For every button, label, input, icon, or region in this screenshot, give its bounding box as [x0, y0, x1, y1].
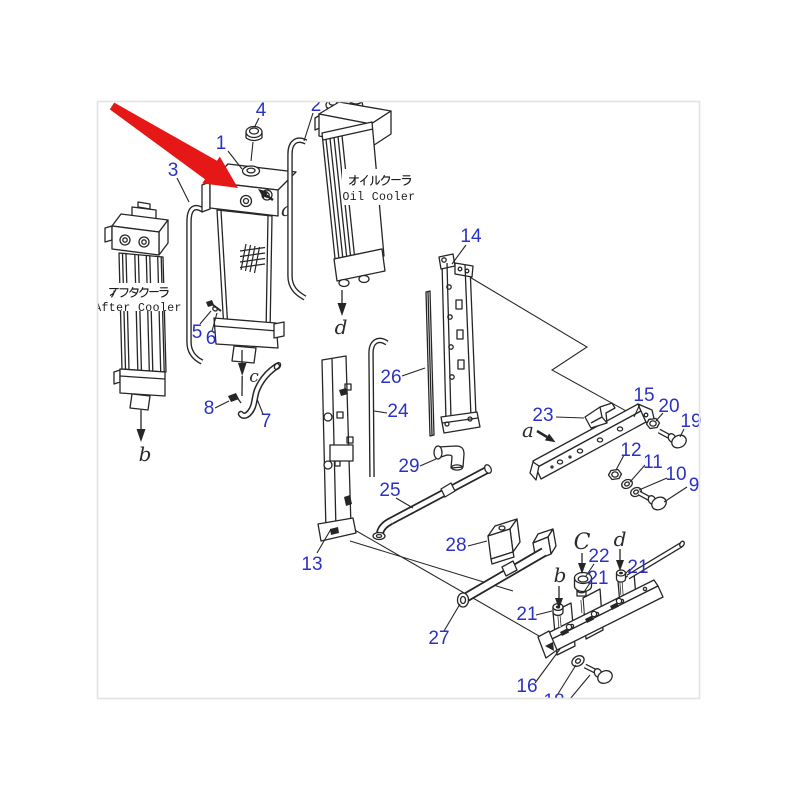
plate-part-13 [317, 355, 357, 542]
callout-12: 12 [620, 440, 641, 461]
callout-26: 26 [380, 367, 401, 388]
callout-29: 29 [398, 456, 419, 477]
clip-box-near-27 [532, 528, 557, 561]
callout-2: 2 [311, 95, 322, 116]
content-border [96, 100, 701, 700]
radiator-flow-arrow [238, 363, 247, 376]
callout-21-mid: 21 [587, 568, 608, 589]
rod-part-24 [368, 337, 389, 478]
after-cooler-bottom-tank [119, 368, 166, 397]
bracket-part-15 [529, 403, 657, 481]
callout-28: 28 [445, 535, 466, 556]
oil-cooler-flow-arrow [337, 303, 347, 316]
port-letter-b-after-cooler: b [139, 442, 152, 466]
nut-part-12 [607, 468, 623, 481]
oil-cooler-bottom-header [333, 248, 386, 282]
rod-part-2 [287, 137, 308, 301]
bracket-part-16-assembly: b C d [537, 527, 685, 684]
callout-24: 24 [387, 401, 409, 422]
radiator-filler-neck [241, 165, 261, 177]
rod-on-bracket16 [626, 540, 685, 580]
callout-1: 1 [216, 133, 227, 154]
cap-part-4 [245, 125, 263, 142]
bracket16-clips [560, 597, 623, 636]
callout-22: 22 [588, 546, 609, 567]
callout-15: 15 [633, 385, 654, 406]
port-letter-c-bracket: C [574, 530, 591, 555]
frame14-to-bracket15-leader [467, 275, 638, 418]
oil-cooler-unit: オイルクーラ Oil Cooler d [314, 101, 418, 339]
port-a-bracket-marker: a [522, 418, 556, 443]
washer-part-11 [621, 478, 633, 490]
bolt-part-5-6 [206, 300, 222, 312]
callout-18: 18 [543, 691, 564, 712]
callout-20: 20 [658, 396, 679, 417]
bolt-part-9 [637, 490, 667, 511]
port-letter-d-oil-cooler: d [335, 315, 348, 339]
callout-21-left: 21 [516, 604, 537, 625]
callout-4: 4 [256, 100, 267, 121]
radiator-bottom-tank [213, 317, 279, 349]
bracket-part-28 [487, 518, 521, 565]
port-letter-a-bracket: a [522, 418, 534, 442]
diagram-content: アフタクーラ After Cooler b [94, 95, 701, 712]
callout-labels: 1 2 3 4 5 6 7 8 9 10 11 12 13 14 15 16 1… [168, 95, 701, 712]
hose-part-7 [237, 361, 282, 419]
callout-21-right: 21 [627, 557, 648, 578]
tube-part-25 [372, 464, 493, 541]
port-letter-a-radiator: a [281, 197, 293, 221]
rod-part-3 [186, 204, 205, 365]
port-letter-c-hose: c [249, 367, 259, 387]
relation-line-b [352, 528, 547, 641]
clamp-part-8 [228, 393, 239, 402]
after-cooler-unit: アフタクーラ After Cooler b [94, 201, 182, 466]
frame-part-14 [438, 253, 481, 434]
callout-7: 7 [261, 411, 272, 432]
callout-19: 19 [680, 411, 701, 432]
grommet-21-right [615, 569, 627, 583]
callout-16: 16 [516, 676, 537, 697]
elbow-part-29 [433, 445, 465, 471]
radiator-assembly-part1: a c [201, 163, 297, 419]
strip-part-26 [425, 290, 435, 437]
bolt-part-18 [583, 663, 613, 684]
callout-23: 23 [532, 405, 553, 426]
radiator-fin-symbol [239, 243, 266, 274]
port-a-arrow [258, 189, 269, 199]
callout-6: 6 [206, 328, 217, 349]
oil-cooler-title-bg [342, 169, 418, 205]
tube-part-27 [456, 547, 547, 608]
red-pointer-arrow [109, 102, 238, 188]
port-letter-d-bracket: d [614, 527, 627, 551]
callout-25: 25 [379, 480, 400, 501]
callout-27: 27 [428, 628, 449, 649]
after-cooler-title-en: After Cooler [94, 302, 182, 315]
bracket-part-23 [584, 402, 616, 429]
callout-3: 3 [168, 160, 179, 181]
callout-14: 14 [460, 226, 482, 247]
radiator-core [216, 209, 273, 335]
oil-cooler-title-en: Oil Cooler [342, 191, 415, 204]
callout-11: 11 [643, 452, 663, 473]
plate13-notch [329, 444, 354, 462]
port-letter-b-bracket: b [554, 563, 567, 587]
washer-under-18 [571, 655, 585, 667]
after-cooler-flow-arrow [136, 429, 146, 442]
callout-5: 5 [192, 322, 203, 343]
leader-lines [176, 112, 688, 699]
callout-13: 13 [301, 554, 322, 575]
after-cooler-core [118, 252, 167, 373]
bolt-part-19 [657, 428, 687, 449]
callout-8: 8 [204, 398, 215, 419]
callout-10: 10 [665, 464, 686, 485]
callout-9: 9 [689, 475, 700, 496]
